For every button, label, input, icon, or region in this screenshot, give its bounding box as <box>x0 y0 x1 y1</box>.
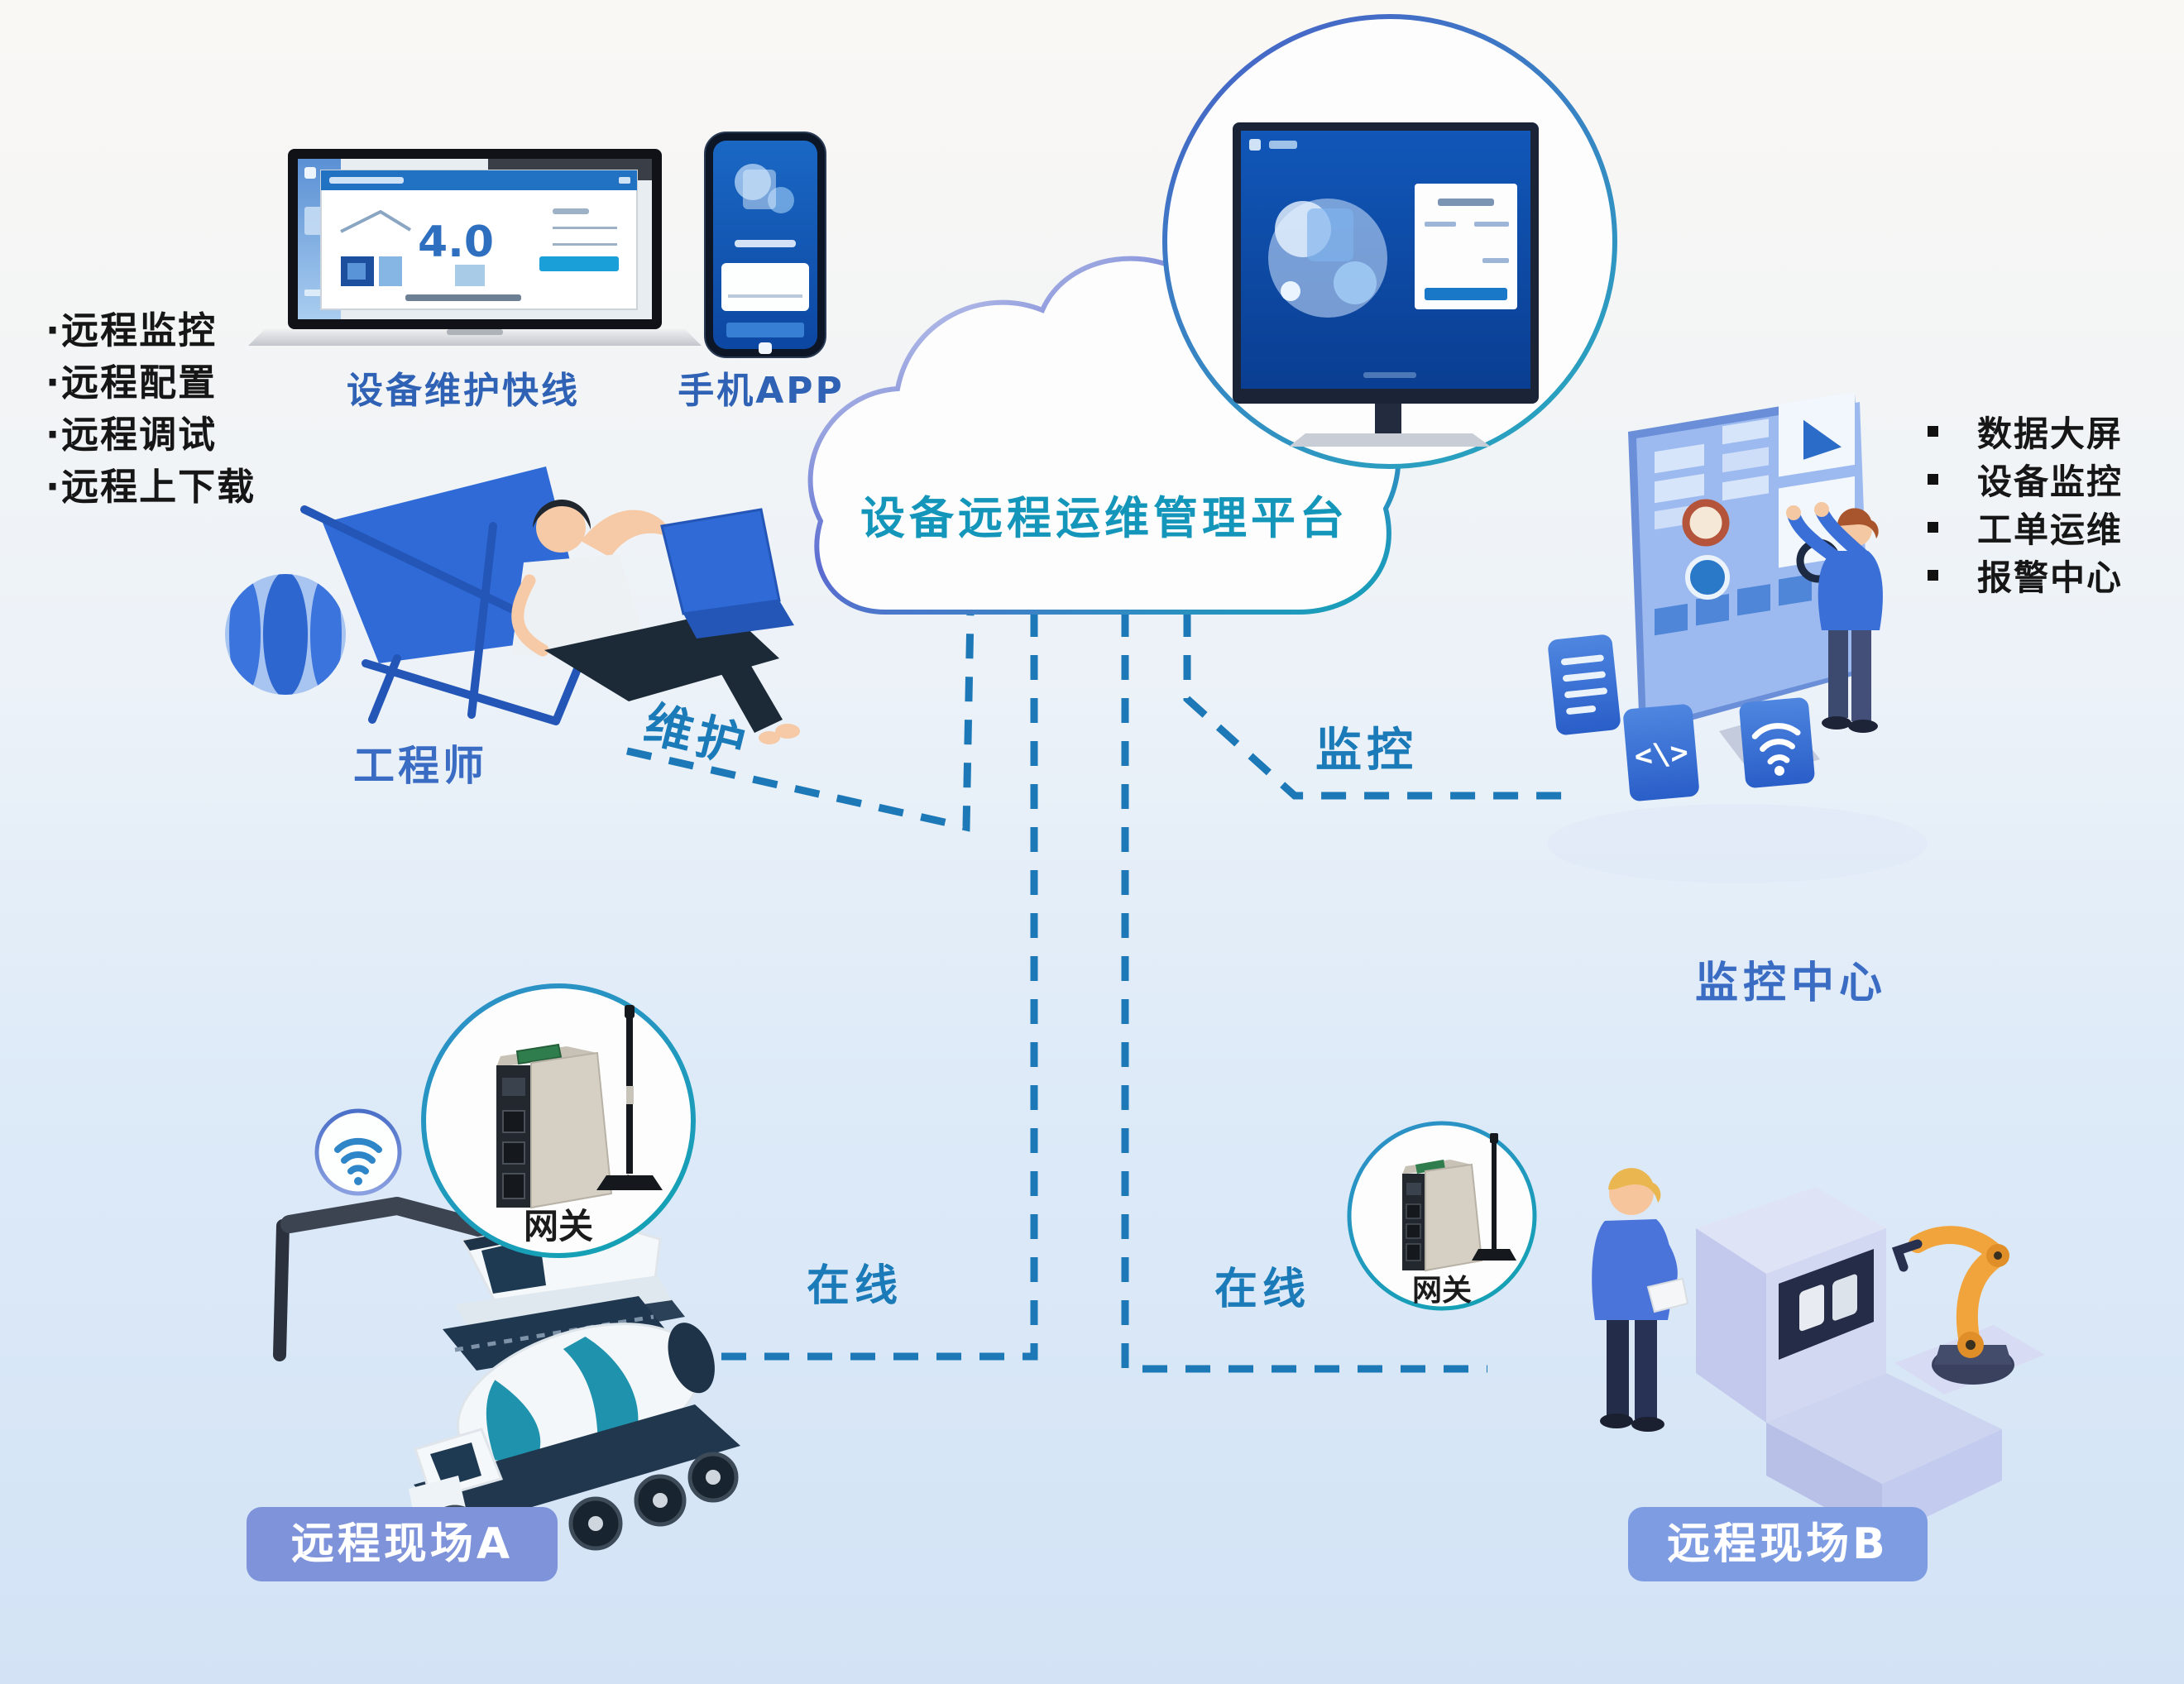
robot-arm-icon <box>1891 1226 2014 1385</box>
feature-item: 数据大屏 <box>1977 413 2124 454</box>
mixer-truck-icon <box>409 1323 740 1567</box>
engineer-label: 工程师 <box>353 742 487 790</box>
wifi-tile-icon <box>1739 697 1815 788</box>
worker-person <box>1592 1168 1689 1432</box>
feature-item: ·远程配置 <box>46 361 218 404</box>
feature-item: ·远程上下载 <box>46 465 256 509</box>
gateway-device-icon <box>496 1005 663 1209</box>
list-tile-icon <box>1548 634 1621 735</box>
code-tile-icon: <\> <box>1623 704 1699 801</box>
feature-item: 报警中心 <box>1977 557 2124 598</box>
laptop-screen-version: 4.0 <box>418 218 494 267</box>
beach-ball-icon <box>225 574 346 695</box>
site-a-line <box>685 612 1038 1361</box>
gateway-a-label: 网关 <box>524 1206 593 1246</box>
remote-feature-list: ·远程监控 ·远程配置 ·远程调试 ·远程上下载 <box>46 304 327 513</box>
platform-monitor-circle <box>1162 14 1617 469</box>
feature-item: 工单运维 <box>1977 509 2124 550</box>
laptop-label: 设备维护快线 <box>347 370 580 412</box>
feature-item: ·远程监控 <box>46 309 218 352</box>
square-bullet-icon <box>1928 425 1938 437</box>
square-bullet-icon <box>1928 521 1938 533</box>
gateway-b-label: 网关 <box>1412 1274 1472 1308</box>
site-a-badge: 远程现场A <box>247 1507 558 1581</box>
monitor-feature-list: 数据大屏 设备监控 工单运维 报警中心 <box>1928 407 2176 599</box>
engineer-person <box>511 499 800 744</box>
gateway-device-icon <box>1402 1133 1516 1272</box>
phone-label: 手机APP <box>678 370 845 412</box>
monitor-icon <box>1233 122 1539 447</box>
feature-item: ·远程调试 <box>46 413 218 457</box>
gateway-a-circle: 网关 <box>421 983 696 1258</box>
feature-item: 设备监控 <box>1977 461 2124 502</box>
platform-title: 设备远程运维管理平台 <box>860 492 1348 544</box>
online-b-link-label: 在线 <box>1214 1265 1311 1314</box>
monitor-center-illustration: <\> <box>1547 391 1928 883</box>
code-glyph: <\> <box>1633 735 1689 774</box>
phone-icon <box>704 132 826 358</box>
engineer-illustration <box>225 466 800 744</box>
wifi-icon <box>314 1108 402 1196</box>
online-a-link-label: 在线 <box>807 1261 903 1311</box>
maintain-line <box>626 611 975 832</box>
site-b-line <box>1121 612 1487 1373</box>
monitor-center-label: 监控中心 <box>1694 959 1887 1008</box>
site-b-badge: 远程现场B <box>1628 1507 1928 1581</box>
monitor-link-label: 监控 <box>1315 724 1418 777</box>
monitor-line <box>1183 612 1576 800</box>
operator-person <box>1786 502 1883 733</box>
square-bullet-icon <box>1928 473 1938 485</box>
square-bullet-icon <box>1928 569 1938 581</box>
gateway-b-circle: 网关 <box>1347 1121 1537 1311</box>
laptop-icon: 4.0 <box>248 149 702 346</box>
